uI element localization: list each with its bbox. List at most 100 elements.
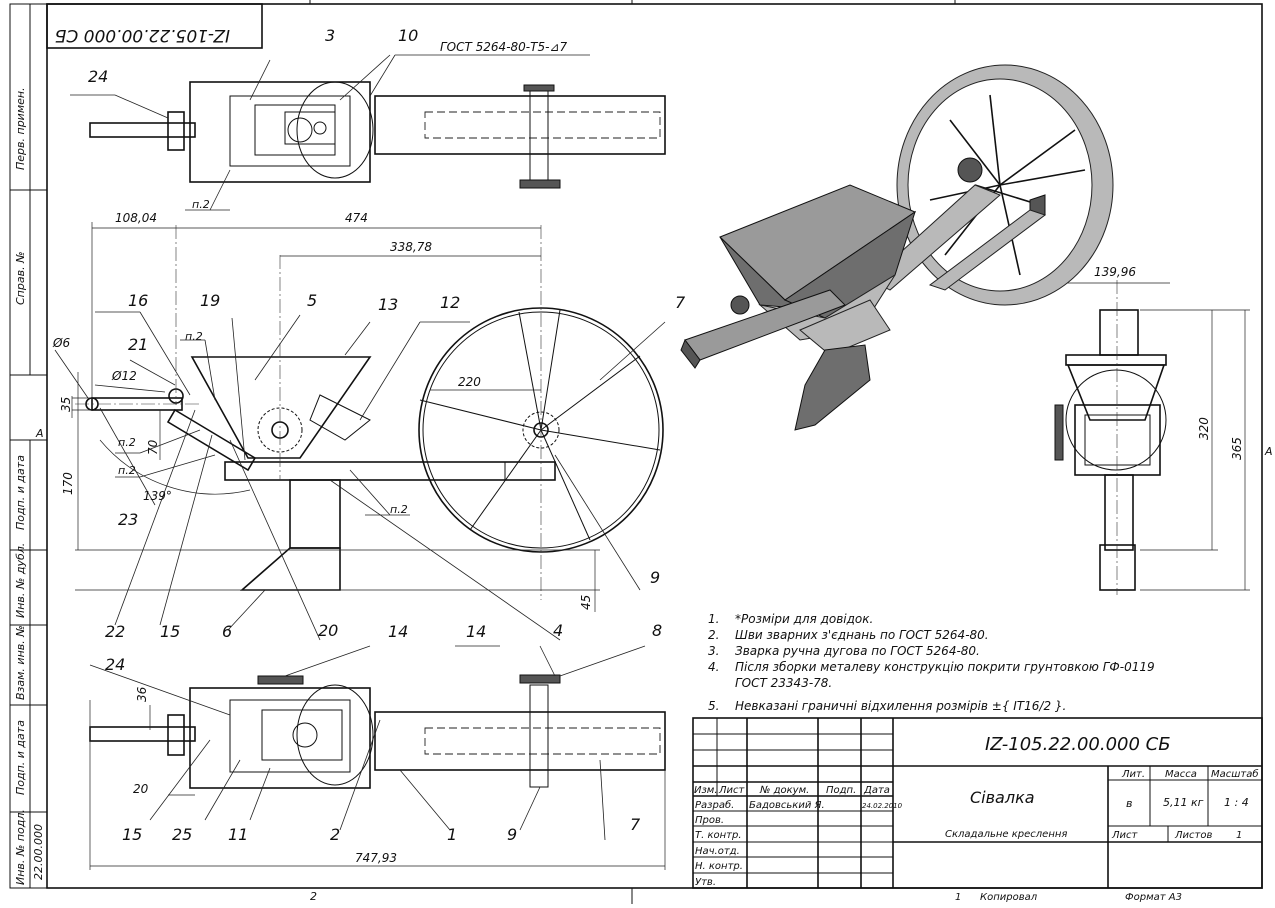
dim-35: 35 [59, 397, 73, 412]
zone-mark-bottom: 2 [310, 890, 317, 903]
pos-5: 5 [307, 291, 317, 310]
tb-sheets-label: Листов [1174, 830, 1212, 841]
dim-139-96: 139,96 [1094, 265, 1136, 279]
note-5-num: 5. [708, 699, 719, 713]
isometric-view [680, 64, 1114, 431]
weld-note: ГОСТ 5264-80-Т5-⊿7 [440, 40, 567, 54]
weld-p2-b: п.2 [118, 436, 136, 449]
weld-p2-c: п.2 [118, 464, 136, 477]
tb-row-nachotd: Нач.отд. [695, 846, 740, 857]
tb-name: Сівалка [970, 788, 1035, 807]
pos-9: 9 [507, 825, 517, 844]
dim-45: 45 [579, 595, 593, 610]
side-label-1: Справ. № [14, 251, 27, 305]
zone-mark-left: A [35, 427, 44, 440]
pos-16: 16 [128, 291, 148, 310]
tb-header-date: Дата [863, 785, 890, 796]
tb-sheet-label: Лист [1111, 830, 1139, 841]
tb-developer: Бадовський Я. [749, 800, 825, 811]
pos-7: 7 [630, 815, 641, 834]
note-3-num: 3. [708, 644, 719, 658]
dim-747: 747,93 [355, 851, 397, 865]
pos-15: 15 [122, 825, 142, 844]
tb-header-izm: Изм. [694, 785, 718, 796]
tb-lit-value: в [1126, 797, 1132, 810]
pos-22-top: 24 [88, 67, 108, 86]
side-label-0: Перв. примен. [14, 87, 27, 170]
pos-7-front: 7 [675, 293, 686, 312]
pos-12: 12 [440, 293, 460, 312]
pos-1: 1 [447, 825, 457, 844]
pos-6: 6 [222, 622, 232, 641]
front-view [54, 222, 666, 641]
note-3-text: Зварка ручна дугова по ГОСТ 5264-80. [735, 644, 980, 658]
weld-p2-top: п.2 [192, 198, 210, 211]
pos-22: 22 [105, 622, 125, 641]
zone-mark-right: A [1264, 445, 1273, 458]
pos-24: 24 [105, 655, 125, 674]
footer-copied-num: 1 [955, 892, 961, 903]
pos-10: 10 [398, 26, 418, 45]
note-2-num: 2. [708, 628, 719, 642]
pos-13: 13 [378, 295, 398, 314]
dim-338: 338,78 [390, 240, 432, 254]
side-label-6: Инв. № подл. [14, 809, 27, 885]
dim-474: 474 [345, 211, 368, 225]
pos-14a: 14 [388, 622, 408, 641]
weld-p2-d: п.2 [390, 503, 408, 516]
tb-header-sign: Подп. [826, 785, 856, 796]
note-1-text: *Розміри для довідок. [735, 612, 873, 626]
tb-mass-label: Масса [1165, 769, 1197, 780]
tb-sheets-value: 1 [1236, 830, 1242, 841]
pos-8: 8 [652, 621, 662, 640]
tb-row-razrab: Разраб. [695, 799, 734, 811]
tb-doc-type: Складальне креслення [945, 829, 1067, 840]
pos-19: 19 [200, 291, 220, 310]
side-label-2: Подп. и дата [14, 455, 27, 530]
sheet-inner-frame [46, 3, 1263, 889]
side-inv-value: 22.00.000 [32, 824, 45, 880]
tb-date: 24.02.2010 [862, 802, 903, 810]
technical-notes: 1. *Розміри для довідок. 2. Шви зварних … [708, 612, 1155, 713]
dim-320: 320 [1197, 417, 1211, 440]
tb-header-doc: № докум. [759, 785, 809, 796]
side-label-4: Взам. инв. № [14, 625, 27, 700]
pos-11: 11 [228, 825, 248, 844]
weld-p2-a: п.2 [185, 330, 203, 343]
side-strip: Перв. примен. Справ. № Подп. и дата Инв.… [10, 4, 47, 888]
footer-copied: Копировал [980, 892, 1038, 903]
side-label-5: Подп. и дата [14, 720, 27, 795]
dim-70: 70 [146, 439, 160, 455]
dim-d12: Ø12 [111, 369, 137, 383]
pos-14b: 14 [466, 622, 486, 641]
tb-designation: IZ-105.22.00.000 СБ [985, 734, 1171, 755]
bottom-view [89, 645, 666, 870]
position-numbers: 24 3 10 16 19 5 13 12 7 21 23 9 22 15 6 … [88, 26, 686, 844]
tb-lit-label: Лит. [1121, 769, 1145, 780]
note-4-text: Після зборки металеву конструкцію покрит… [735, 660, 1155, 674]
pos-20: 20 [318, 621, 338, 640]
pos-25: 25 [172, 825, 192, 844]
pos-4: 4 [553, 621, 563, 640]
top-view: ГОСТ 5264-80-Т5-⊿7 [70, 40, 666, 211]
note-4b-text: ГОСТ 23343-78. [735, 676, 832, 690]
dim-d6: Ø6 [52, 336, 70, 350]
dim-20: 20 [133, 782, 149, 796]
dimension-values: 108,04 474 338,78 220 Ø6 Ø12 35 70 170 1… [52, 198, 1244, 865]
dim-108: 108,04 [115, 211, 157, 225]
tb-header-list: Лист [718, 785, 746, 796]
tb-scale-value: 1 : 4 [1224, 796, 1249, 809]
side-label-3: Инв. № дубл. [14, 543, 27, 618]
pos-9-front: 9 [650, 568, 660, 587]
top-stamp: IZ-105.22.00.000 СБ [46, 3, 263, 49]
top-stamp-text: IZ-105.22.00.000 СБ [55, 25, 230, 45]
tb-mass-value: 5,11 кг [1163, 796, 1204, 809]
pos-21: 21 [128, 335, 148, 354]
sheet-footer: 1 Копировал Формат А3 [955, 892, 1182, 903]
tb-row-prov: Пров. [695, 815, 724, 826]
dim-139deg: 139° [143, 489, 172, 503]
pos-2: 2 [330, 825, 340, 844]
pos-3: 3 [325, 26, 335, 45]
tb-row-nkontr: Н. контр. [695, 861, 743, 872]
